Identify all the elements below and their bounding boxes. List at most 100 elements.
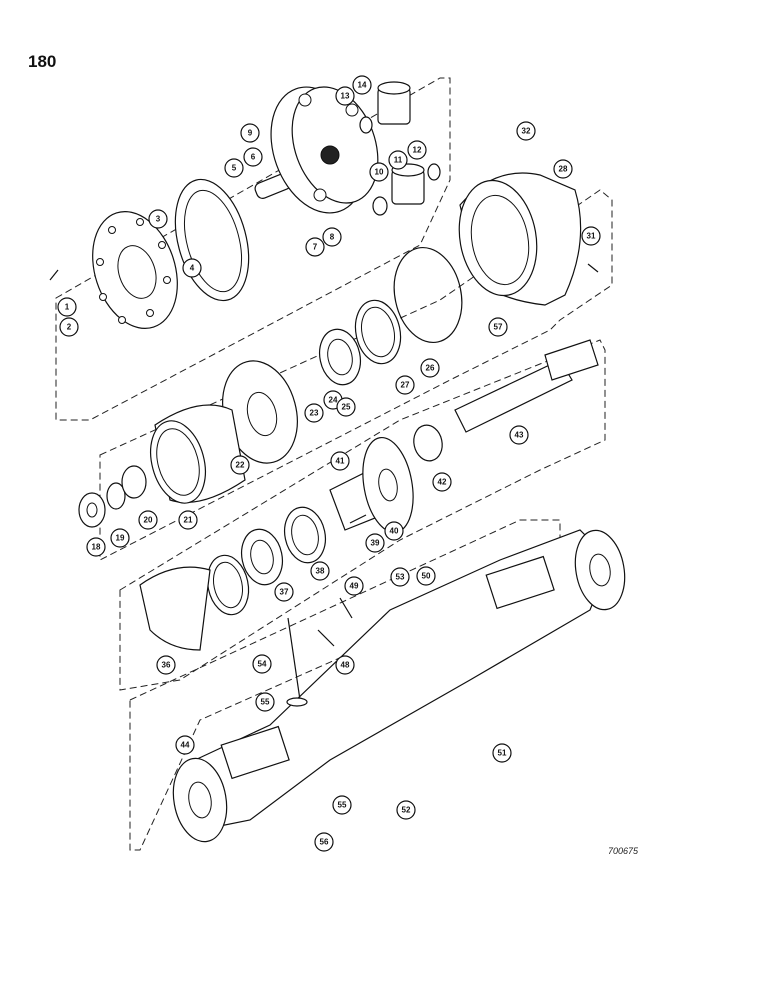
svg-text:52: 52 [402,806,411,815]
drawing-code: 700675 [608,846,639,856]
svg-text:14: 14 [358,81,367,90]
ring-gear [150,404,246,504]
svg-text:53: 53 [396,573,405,582]
callout-2: 2 [59,317,79,337]
callout-50: 50 [416,566,436,586]
callout-8: 8 [322,227,342,247]
svg-text:43: 43 [515,431,524,440]
svg-text:55: 55 [338,801,347,810]
svg-text:1: 1 [65,303,70,312]
callout-57: 57 [488,317,508,337]
callout-27: 27 [395,375,415,395]
callout-26: 26 [420,358,440,378]
callout-55-bottom: 55 [332,795,352,815]
svg-text:10: 10 [375,168,384,177]
svg-text:12: 12 [413,146,422,155]
svg-text:24: 24 [329,396,338,405]
svg-text:56: 56 [320,838,329,847]
callout-19: 19 [110,528,130,548]
callout-40: 40 [384,521,404,541]
inner-bearing [240,528,284,586]
callout-6: 6 [243,147,263,167]
svg-text:55: 55 [261,698,270,707]
callout-43: 43 [509,425,529,445]
callout-20: 20 [138,510,158,530]
callout-18: 18 [86,537,106,557]
callout-3: 3 [148,209,168,229]
callout-1: 1 [57,297,77,317]
svg-text:2: 2 [67,323,72,332]
svg-text:32: 32 [522,127,531,136]
callout-10: 10 [369,162,389,182]
callout-49: 49 [344,576,364,596]
svg-text:50: 50 [422,572,431,581]
thrust-washers [359,116,441,216]
callout-52: 52 [396,800,416,820]
callout-38: 38 [310,561,330,581]
callout-13: 13 [335,86,355,106]
svg-text:27: 27 [401,381,410,390]
svg-text:26: 26 [426,364,435,373]
svg-text:23: 23 [310,409,319,418]
svg-text:54: 54 [258,660,267,669]
callout-7: 7 [305,237,325,257]
svg-text:21: 21 [184,516,193,525]
spindle [329,436,414,534]
svg-text:25: 25 [342,403,351,412]
callout-37: 37 [274,582,294,602]
svg-text:36: 36 [162,661,171,670]
svg-text:18: 18 [92,543,101,552]
svg-text:42: 42 [438,478,447,487]
svg-text:3: 3 [156,215,161,224]
planet-gears [377,81,425,205]
callout-36: 36 [156,655,176,675]
callout-4: 4 [182,258,202,278]
inner-seal [283,506,327,564]
callout-22: 22 [230,455,250,475]
o-ring [393,246,463,344]
axle-shaft [454,339,599,433]
callout-5: 5 [224,158,244,178]
svg-text:13: 13 [341,92,350,101]
svg-text:48: 48 [341,661,350,670]
callout-23: 23 [304,403,324,423]
svg-text:7: 7 [313,243,318,252]
callout-14: 14 [352,75,372,95]
hub-housing [458,172,582,306]
callout-28: 28 [553,159,573,179]
svg-text:22: 22 [236,461,245,470]
callout-56: 56 [314,832,334,852]
dust-shield [139,566,211,651]
svg-text:11: 11 [394,156,403,165]
svg-text:49: 49 [350,582,359,591]
callout-44: 44 [175,735,195,755]
svg-text:4: 4 [190,264,195,273]
callout-51: 51 [492,743,512,763]
planet-carrier [270,86,379,214]
bearing-cup [206,554,250,616]
svg-text:41: 41 [336,457,345,466]
callout-31: 31 [581,226,601,246]
flange-plate [92,211,178,329]
callout-21: 21 [178,510,198,530]
retainer-parts [78,465,147,528]
svg-text:38: 38 [316,567,325,576]
outer-bearing [318,299,402,386]
svg-text:44: 44 [181,741,190,750]
axle-housing [172,529,626,843]
svg-text:6: 6 [251,153,256,162]
svg-text:57: 57 [494,323,503,332]
svg-text:8: 8 [330,233,335,242]
svg-text:31: 31 [587,232,596,241]
svg-text:20: 20 [144,516,153,525]
callout-25: 25 [336,397,356,417]
callout-54: 54 [252,654,272,674]
svg-text:39: 39 [371,539,380,548]
fasteners [49,263,599,707]
svg-text:40: 40 [390,527,399,536]
gear-hub-plate [222,360,298,464]
svg-text:51: 51 [498,749,507,758]
svg-text:19: 19 [116,534,125,543]
callout-41: 41 [330,451,350,471]
